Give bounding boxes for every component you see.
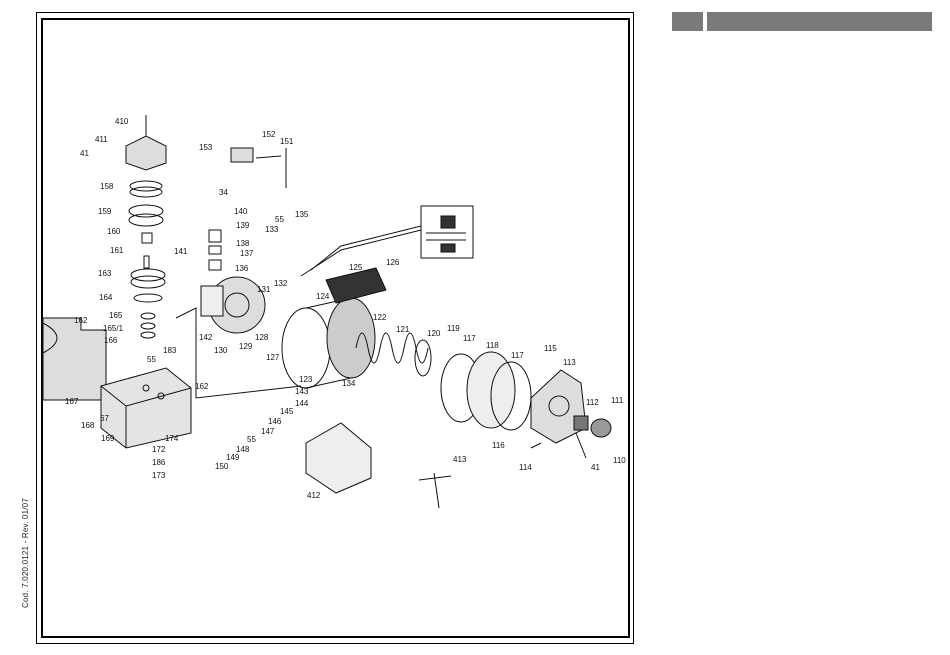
callout-label: 55 — [147, 355, 156, 364]
callout-label: 121 — [396, 325, 410, 334]
callout-label: 113 — [563, 358, 576, 367]
callout-label: 115 — [544, 344, 557, 353]
callout-label: 136 — [235, 264, 249, 273]
callout-label: 145 — [280, 407, 294, 416]
callout-label: 141 — [174, 247, 188, 256]
callout-label: 143 — [295, 387, 309, 396]
callout-label: 161 — [110, 246, 124, 255]
callout-label: 163 — [98, 269, 112, 278]
outer-frame — [36, 12, 634, 644]
callout-label: 135 — [295, 210, 309, 219]
callout-label: 132 — [274, 279, 288, 288]
callout-label: 140 — [234, 207, 248, 216]
callout-label: 162 — [74, 316, 88, 325]
callout-label: 144 — [295, 399, 309, 408]
callout-label: 112 — [586, 398, 599, 407]
callout-label: 129 — [239, 342, 253, 351]
callout-label: 118 — [486, 341, 499, 350]
callout-label: 124 — [316, 292, 330, 301]
callout-label: 110 — [613, 456, 626, 465]
callout-label: 146 — [268, 417, 282, 426]
callout-label: 158 — [100, 182, 114, 191]
callout-label: 126 — [386, 258, 400, 267]
callout-label: 165/1 — [103, 324, 124, 333]
callout-label: 41 — [591, 463, 600, 472]
callout-label: 410 — [115, 117, 129, 126]
parts-illustration — [42, 115, 612, 509]
callout-label: 131 — [257, 285, 271, 294]
callout-label: 173 — [152, 471, 166, 480]
callout-label: 153 — [199, 143, 213, 152]
callout-label: 116 — [492, 441, 505, 450]
callout-label: 168 — [81, 421, 95, 430]
callout-label: 130 — [214, 346, 228, 355]
callout-label: 127 — [266, 353, 280, 362]
callout-label: 41 — [80, 149, 89, 158]
callout-label: 133 — [265, 225, 279, 234]
callout-label: 172 — [152, 445, 166, 454]
callout-label: 122 — [373, 313, 387, 322]
callout-label: 128 — [255, 333, 269, 342]
callout-label: 138 — [236, 239, 250, 248]
callout-label: 150 — [215, 462, 229, 471]
callout-label: 169 — [101, 434, 115, 443]
callout-label: 139 — [236, 221, 250, 230]
callout-label: 183 — [163, 346, 177, 355]
callout-label: 159 — [98, 207, 112, 216]
callout-label: 152 — [262, 130, 276, 139]
callout-label: 114 — [519, 463, 532, 472]
callout-label: 411 — [95, 135, 108, 144]
callout-label: 137 — [240, 249, 254, 258]
exploded-view-drawing: 410 411 41 158 159 160 161 163 164 165 1… — [42, 115, 626, 509]
header-tab-bar — [707, 12, 932, 31]
callout-label: 413 — [453, 455, 467, 464]
callout-label: 123 — [299, 375, 313, 384]
callout-label: 148 — [236, 445, 250, 454]
callout-label: 166 — [104, 336, 118, 345]
callout-label: 111 — [611, 396, 624, 405]
callout-label: 167 — [65, 397, 79, 406]
callout-label: 162 — [195, 382, 209, 391]
callout-label: 55 — [275, 215, 284, 224]
callout-label: 117 — [511, 351, 524, 360]
drawing-frame — [41, 18, 630, 638]
callout-label: 149 — [226, 453, 240, 462]
callout-label: 160 — [107, 227, 121, 236]
callout-label: 125 — [349, 263, 363, 272]
document-code: Cod. 7.020.0121 - Rev. 01/07 — [21, 498, 30, 608]
callout-label: 164 — [99, 293, 113, 302]
callout-label: 34 — [219, 188, 228, 197]
callout-label: 134 — [342, 379, 356, 388]
callout-label: 55 — [247, 435, 256, 444]
callout-label: 119 — [447, 324, 460, 333]
callout-label: 412 — [307, 491, 321, 500]
callout-label: 147 — [261, 427, 275, 436]
callout-label: 151 — [280, 137, 294, 146]
callout-label: 165 — [109, 311, 123, 320]
callout-labels: 410 411 41 158 159 160 161 163 164 165 1… — [65, 117, 626, 500]
header-tab-marker — [672, 12, 703, 31]
callout-label: 120 — [427, 329, 441, 338]
callout-label: 67 — [100, 414, 109, 423]
callout-label: 174 — [165, 434, 179, 443]
callout-label: 186 — [152, 458, 166, 467]
callout-label: 117 — [463, 334, 476, 343]
callout-label: 142 — [199, 333, 213, 342]
